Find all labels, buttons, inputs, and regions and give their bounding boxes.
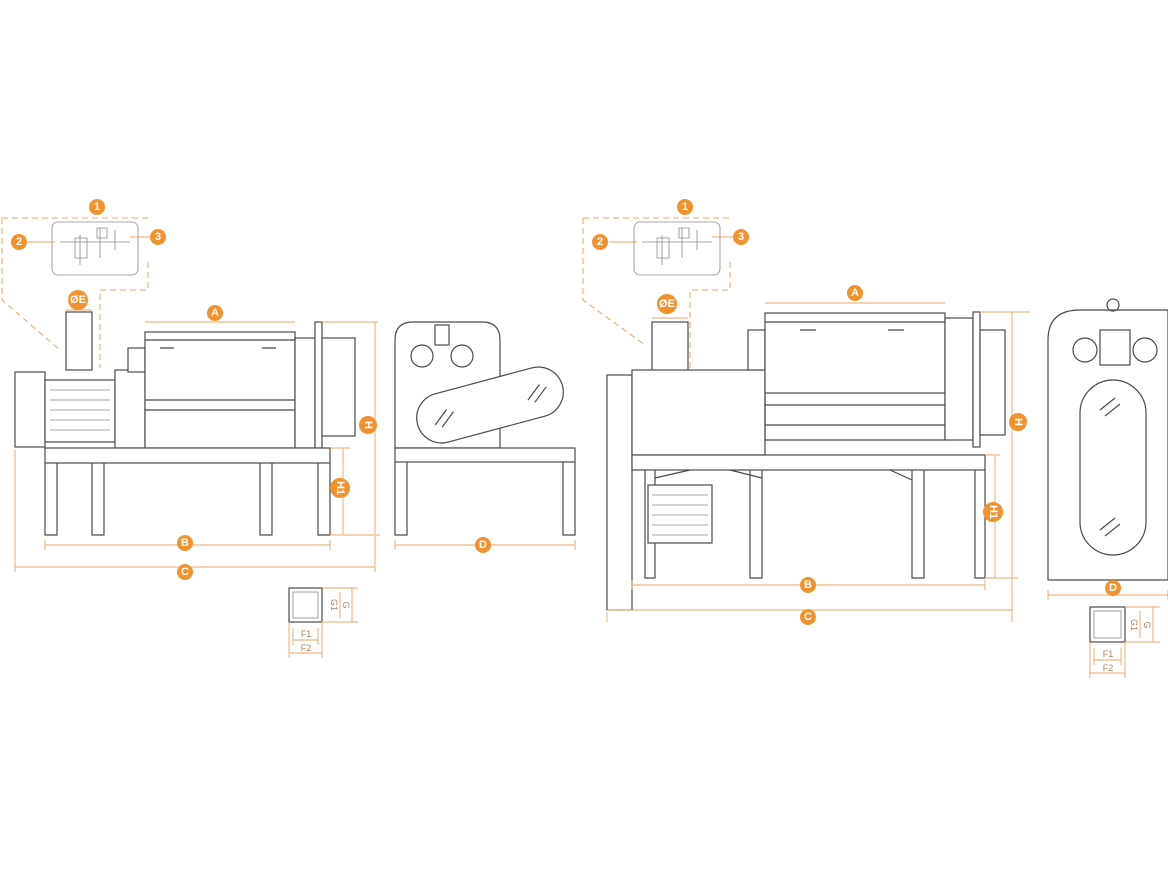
dim-a-bubble: A [847,285,863,301]
piping-schematic [642,227,712,265]
dim-h-bubble: H [359,416,377,434]
motor-cover [606,374,633,611]
svg-text:1: 1 [682,201,688,213]
callout-3: 3 [733,229,749,245]
svg-text:A: A [851,287,859,299]
svg-text:B: B [804,579,812,591]
dim-h1-bubble: H1 [330,478,350,498]
belt-guard [416,366,564,444]
inlet-pipe [65,311,93,371]
svg-text:H: H [1012,418,1024,426]
dim-e-bubble: ØE [657,294,677,314]
svg-text:C: C [804,611,812,623]
label-g1: G1 [329,599,339,611]
label-f1: F1 [1103,649,1114,659]
belt-guard [1079,379,1147,556]
tube-section [288,587,323,623]
dim-c-bubble: C [800,609,816,625]
callout-2: 2 [592,234,608,250]
svg-text:H1: H1 [987,505,999,519]
motor [44,379,116,443]
piping-leader [1,217,149,368]
label-f1: F1 [301,629,312,639]
svg-text:3: 3 [155,231,161,243]
dim-d-bubble: D [1105,580,1121,596]
screen-drum [144,331,296,449]
label-g1: G1 [1129,619,1139,631]
label-f2: F2 [301,643,312,653]
base-frame [44,447,331,464]
inlet-pipe [651,321,689,373]
dim-c-bubble: C [177,564,193,580]
svg-text:2: 2 [597,236,603,248]
piping-detail-box [633,221,721,276]
piping-schematic [60,227,130,265]
label-f2: F2 [1103,663,1114,673]
dim-h1-bubble: H1 [983,502,1003,522]
dim-h-bubble: H [1009,413,1027,431]
callout-1: 1 [89,199,105,215]
svg-text:H: H [362,421,374,429]
label-g: G [341,601,351,608]
svg-text:2: 2 [16,236,22,248]
label-g: G [1142,621,1152,628]
svg-text:C: C [181,566,189,578]
motor-cover [14,371,46,448]
svg-text:ØE: ØE [659,298,675,310]
callout-3: 3 [150,229,166,245]
piping-detail-box [51,221,139,276]
svg-text:ØE: ØE [70,294,86,306]
svg-text:D: D [1109,582,1117,594]
dim-b-bubble: B [800,577,816,593]
motor [647,484,713,544]
callout-1: 1 [677,199,693,215]
base-frame [631,454,986,471]
dim-a-bubble: A [207,305,223,321]
dim-b-bubble: B [177,535,193,551]
piping-leader [582,217,731,370]
machine-large: F1 F2 G1 G 1 2 3 ØE A B C D H H1 [582,199,1168,678]
screen-drum [764,312,946,394]
svg-text:B: B [181,537,189,549]
svg-text:1: 1 [94,201,100,213]
svg-text:H1: H1 [334,481,346,495]
svg-text:A: A [211,307,219,319]
dim-d-bubble: D [475,537,491,553]
machine-small: F1 F2 G1 G 1 2 3 ØE A B C D H H1 [1,199,576,658]
svg-text:3: 3 [738,231,744,243]
dim-e-bubble: ØE [68,290,88,310]
svg-text:D: D [479,539,487,551]
tube-section [1089,606,1126,643]
callout-2: 2 [11,234,27,250]
